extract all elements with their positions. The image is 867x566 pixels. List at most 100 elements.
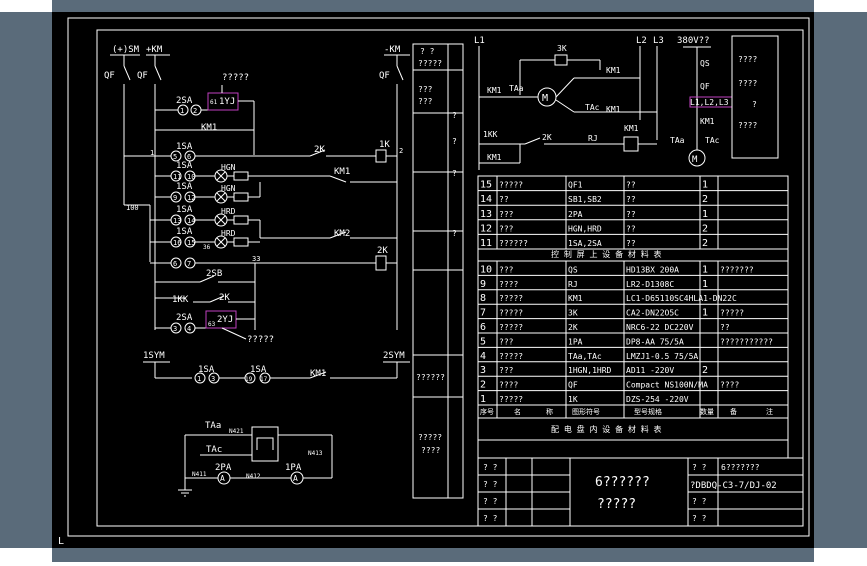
svg-text:1SA: 1SA [176,142,193,152]
svg-text:1KK: 1KK [172,295,189,305]
svg-text:? ?: ? ? [420,47,435,56]
svg-text:KM1: KM1 [334,167,350,177]
svg-text:TAc: TAc [206,445,222,455]
control-table-caption: 控 制 屏 上 设 备 材 料 表 [551,249,662,259]
svg-text:2: 2 [193,107,197,115]
inner-border [96,29,804,527]
svg-text:100: 100 [126,204,139,212]
svg-text:1SA: 1SA [176,161,193,171]
table-cell-no: 4 [480,351,486,362]
motor-main-circuit: L1 L2 L3 380V?? 3K KM1 KM1 TAa M TAc KM1… [474,35,779,170]
svg-text:????: ???? [738,55,757,64]
svg-text:33: 33 [252,255,260,263]
table-cell-qty: 1 [702,308,708,319]
svg-text:N413: N413 [308,450,323,457]
table-cell-qty: 2 [702,238,708,249]
svg-text:4: 4 [187,325,191,333]
svg-text:KM1: KM1 [606,105,621,114]
svg-text:KM1: KM1 [310,369,326,379]
table-cell-code: 1SA,2SA [568,239,602,248]
outer-border [67,17,810,537]
table-cell-model: ?? [626,210,636,219]
table-cell-code: 2PA [568,210,583,219]
svg-text:? ?: ? ? [483,480,498,489]
table-cell-name: ????? [499,309,523,318]
svg-text:KM1: KM1 [624,124,639,133]
svg-text:1: 1 [150,149,154,157]
svg-text:KM1: KM1 [700,117,715,126]
table-cell-qty: 1 [702,264,708,275]
table-cell-no: 11 [480,238,492,249]
svg-text:?????: ????? [222,73,249,83]
table-row: 11??????1SA,2SA??2 [478,238,788,250]
table-cell-code: TAa,TAc [568,352,602,361]
table-cell-code: 2K [568,323,578,332]
svg-text:KM1: KM1 [606,66,621,75]
table-cell-model: ?? [626,195,636,204]
svg-text:6: 6 [187,153,191,161]
svg-text:3: 3 [211,375,215,383]
svg-text:? ?: ? ? [483,514,498,523]
table-cell-name: ????? [499,323,523,332]
table-cell-model: CA2-DN22O5C [626,309,679,318]
svg-text:1SA: 1SA [176,182,193,192]
svg-text:2SA: 2SA [176,96,193,106]
table-header: 序号 名 称 图形符号 型号规格 数量 备 注 [480,407,773,416]
svg-text:? ?: ? ? [692,463,707,472]
svg-text:A: A [220,474,225,483]
svg-text:3: 3 [173,325,177,333]
svg-text:2K: 2K [219,293,230,303]
svg-text:17: 17 [260,376,268,383]
svg-text:1SA: 1SA [176,227,193,237]
table-cell-code: SB1,SB2 [568,195,602,204]
panel-table-caption: 配 电 盘 内 设 备 材 料 表 [551,424,662,434]
svg-text:2K: 2K [314,145,325,155]
table-cell-model: LC1-D65110SC4HLA1-DN22C [626,294,737,303]
svg-text:L3: L3 [653,36,664,46]
coil-label: 2K [377,246,388,256]
table-cell-qty: 2 [702,194,708,205]
svg-text:10: 10 [187,173,195,181]
lamp-label: HRD [221,207,236,216]
table-cell-name: ?????? [499,239,528,248]
svg-text:RJ: RJ [588,134,598,143]
svg-text:6???????: 6??????? [721,463,760,472]
table-cell-qty: 1 [702,279,708,290]
equipment-tables: 控 制 屏 上 设 备 材 料 表 配 电 盘 内 设 备 材 料 表 序号 名… [477,175,789,459]
table-cell-code: QS [568,265,578,274]
table-cell-note: ??????????? [720,337,773,346]
table-cell-model: ?? [626,224,636,233]
svg-text:?????: ????? [247,335,274,345]
table-cell-name: ????? [499,352,523,361]
svg-text:2SA: 2SA [176,313,193,323]
table-cell-qty: 2 [702,223,708,234]
drawing-title: 6?????? [595,475,650,490]
table-cell-model: ?? [626,181,636,190]
svg-text:KM2: KM2 [334,229,350,239]
svg-text:? ?: ? ? [483,463,498,472]
svg-text:6: 6 [173,260,177,268]
table-cell-model: AD11 -220V [626,366,674,375]
table-row: 13???2PA??1 [478,209,788,221]
svg-text:? ?: ? ? [483,497,498,506]
phase-tag: L1,L2,L3 [690,98,729,107]
table-cell-name: ????? [499,294,523,303]
svg-text:????: ???? [738,79,757,88]
table-cell-no: 10 [480,264,492,275]
table-cell-name: ??? [499,210,514,219]
svg-text:KM1: KM1 [487,153,502,162]
table-cell-no: 15 [480,180,492,191]
svg-text:19: 19 [245,376,253,383]
svg-text:N412: N412 [246,473,261,480]
drawing-number: ?DBDQ-C3-7/DJ-02 [690,481,777,491]
svg-text:???: ??? [418,85,433,94]
table-cell-model: Compact NS100N/MA [626,381,708,390]
table-cell-name: ??? [499,224,514,233]
svg-text:12: 12 [187,194,195,202]
